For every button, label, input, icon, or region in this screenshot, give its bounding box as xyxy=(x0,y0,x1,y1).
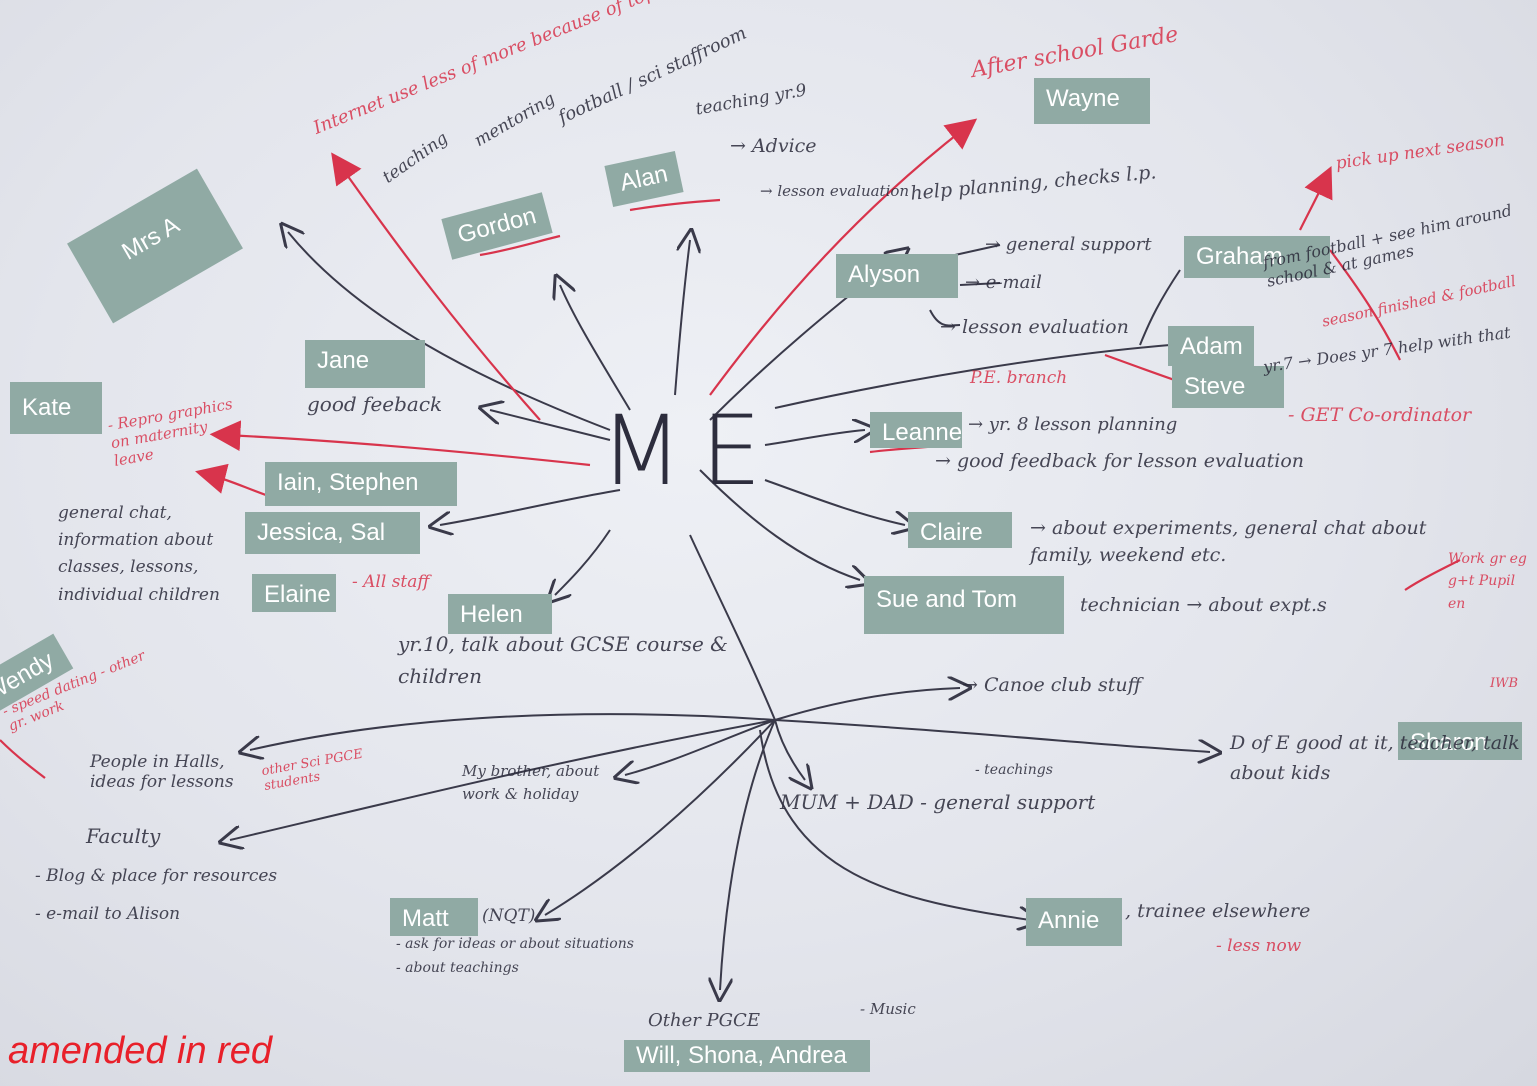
name-label-claire: Claire xyxy=(908,512,1012,548)
name-label-sue-and-tom: Sue and Tom xyxy=(864,576,1064,634)
name-label-annie: Annie xyxy=(1026,898,1122,946)
center-node-me: ME xyxy=(600,395,780,507)
note-email: → e-mail xyxy=(965,272,1042,293)
note-blog: - Blog & place for resources xyxy=(35,866,278,886)
note-canoe: → Canoe club stuff xyxy=(962,674,1142,696)
note-work-gr: Work gr eg g+t Pupil en xyxy=(1448,551,1527,612)
note-pe-branch: P.E. branch xyxy=(970,368,1068,388)
name-label-graham: Graham xyxy=(1184,236,1330,278)
note-matt: (NQT) xyxy=(482,906,536,926)
note-ask-ideas: - ask for ideas or about situations xyxy=(396,936,634,952)
amended-note: amended in red xyxy=(8,1030,273,1072)
name-label-iain-stephen: Iain, Stephen xyxy=(265,462,457,506)
note-other-pgce: Other PGCE xyxy=(648,1010,760,1031)
name-label-alyson: Alyson xyxy=(836,254,958,298)
note-leanne: → yr. 8 lesson planning xyxy=(968,414,1178,435)
name-label-kate: Kate xyxy=(10,382,102,434)
note-get-coordinator: - GET Co-ordinator xyxy=(1288,404,1472,426)
note-teachings: - teachings xyxy=(975,762,1053,778)
note-all-staff: - All staff xyxy=(352,572,430,592)
name-label-jessica-sal: Jessica, Sal xyxy=(245,512,420,554)
note-faculty: Faculty xyxy=(86,824,161,848)
name-label-adam: Adam xyxy=(1168,326,1254,366)
name-label-wayne: Wayne xyxy=(1034,78,1150,124)
name-label-steve: Steve xyxy=(1172,366,1284,408)
note-annie: , trainee elsewhere xyxy=(1125,900,1311,922)
note-email-alison: - e-mail to Alison xyxy=(35,904,181,924)
name-label-will-shona-andrea: Will, Shona, Andrea xyxy=(624,1040,870,1072)
note-general-chat: general chat, information about classes,… xyxy=(58,503,220,605)
note-good-feedback: → good feedback for lesson evaluation xyxy=(935,450,1305,472)
name-label-leanne: Leanne xyxy=(870,412,962,448)
note-advice: → Advice xyxy=(730,135,817,157)
note-about-teachings: - about teachings xyxy=(396,960,519,976)
note-dofe: D of E good at it, teacher, talk about k… xyxy=(1230,732,1520,785)
note-music: - Music xyxy=(860,1000,916,1018)
note-technician: technician → about expt.s xyxy=(1080,594,1327,616)
note-general-support: → general support xyxy=(985,234,1152,255)
note-people-halls: People in Halls, ideas for lessons xyxy=(90,752,234,792)
note-helen: yr.10, talk about GCSE course & children xyxy=(398,632,728,688)
note-claire: → about experiments, general chat about … xyxy=(1030,517,1427,566)
note-iwb: IWB xyxy=(1490,676,1519,691)
note-mum-dad: MUM + DAD - general support xyxy=(780,790,1096,814)
note-my-brother: My brother, about work & holiday xyxy=(462,762,600,803)
name-label-sharon: Sharon xyxy=(1398,722,1522,760)
name-label-jane: Jane xyxy=(305,340,425,388)
note-lesson-evaluation: → lesson evaluation xyxy=(940,316,1129,338)
note-jane-feedback: good feeback xyxy=(307,392,443,416)
note-less-now: - less now xyxy=(1216,936,1302,956)
name-label-matt: Matt xyxy=(390,898,478,936)
name-label-elaine: Elaine xyxy=(252,574,336,612)
name-label-helen: Helen xyxy=(448,594,552,634)
note-lesson-eval: → lesson evaluation xyxy=(760,182,910,200)
